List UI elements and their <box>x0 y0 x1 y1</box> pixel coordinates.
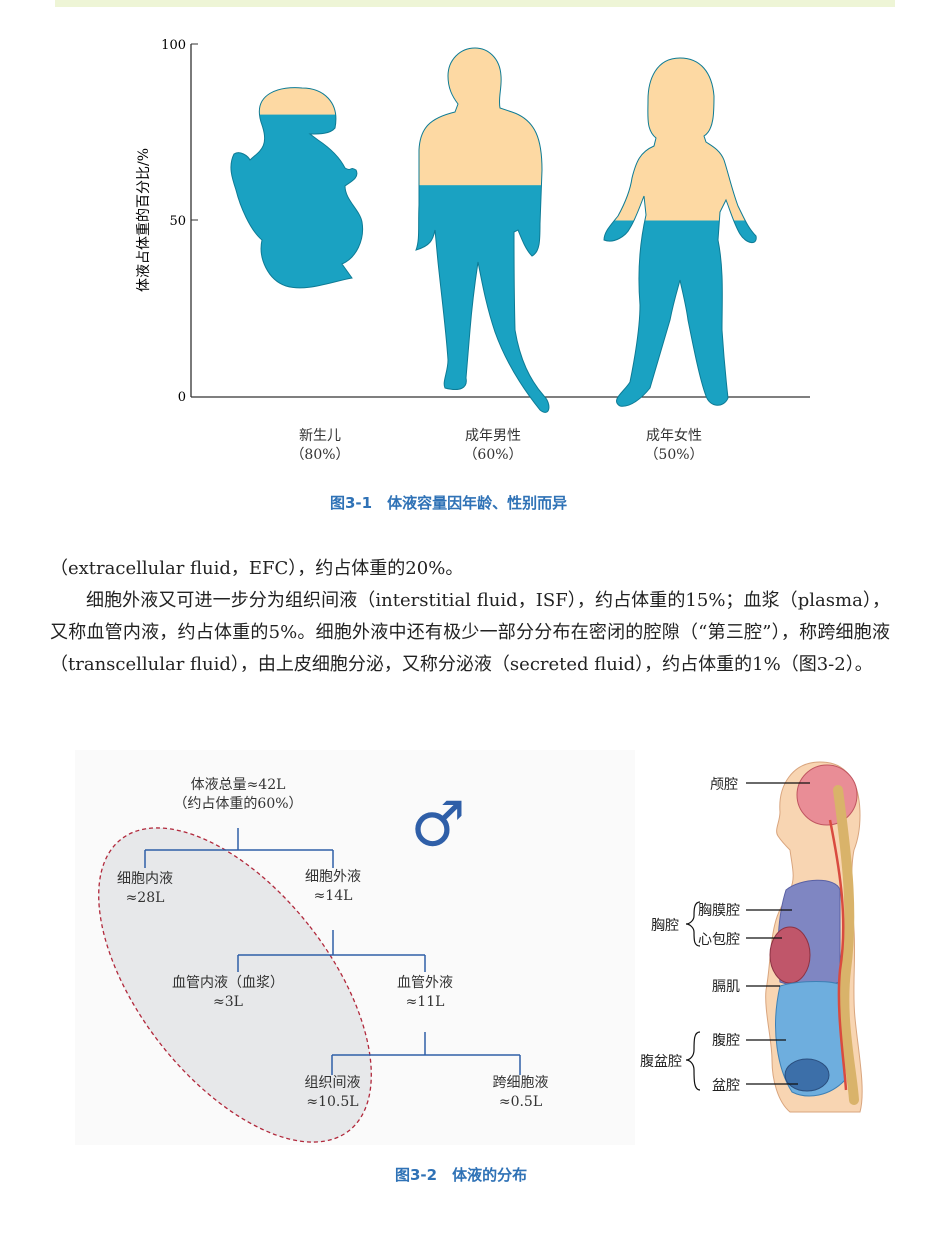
cranial-cavity <box>796 764 858 826</box>
adult-female-figure <box>604 58 757 407</box>
label-pericardial-cavity: 心包腔 <box>698 932 740 948</box>
tick-label-100: 100 <box>161 38 186 53</box>
node-line: 细胞内液 <box>117 871 173 887</box>
node-plasma: 血管内液（血浆） ≈3L <box>158 974 298 1012</box>
grouping-braces <box>685 901 701 1091</box>
node-total-fluid: 体液总量≈42L （约占体重的60%） <box>163 776 313 814</box>
paragraph-2: 细胞外液又可进一步分为组织间液（interstitial fluid，ISF），… <box>50 590 890 675</box>
pelvic-cavity <box>784 1058 830 1092</box>
label-pleural-cavity: 胸膜腔 <box>698 903 740 919</box>
node-line: ≈28L <box>125 890 165 906</box>
tree-connectors <box>144 828 521 1075</box>
group-percent: （80%） <box>290 447 350 463</box>
node-extravascular-fluid: 血管外液 ≈11L <box>380 974 470 1012</box>
node-intracellular-fluid: 细胞内液 ≈28L <box>100 870 190 908</box>
label-leader-lines <box>746 782 810 1085</box>
figure-3-1: 100 50 0 体液占体重的百分比/% <box>0 0 947 520</box>
label-abdominal-cavity: 腹腔 <box>712 1033 740 1049</box>
adult-male-figure <box>416 48 549 413</box>
node-line: ≈3L <box>213 994 243 1010</box>
group-name: 新生儿 <box>299 428 341 444</box>
page-top-band <box>55 0 895 7</box>
male-fluid-level <box>416 185 549 413</box>
node-interstitial-fluid: 组织间液 ≈10.5L <box>285 1074 380 1112</box>
newborn-fluid-level <box>230 114 363 288</box>
label-cranial-cavity: 颅腔 <box>710 777 738 793</box>
tick-label-0: 0 <box>178 390 186 405</box>
spinal-column <box>833 785 859 1105</box>
group-label-male: 成年男性 （60%） <box>450 427 536 465</box>
label-abdominopelvic-cavity: 腹盆腔 <box>640 1054 682 1070</box>
newborn-figure <box>230 87 363 288</box>
label-pelvic-cavity: 盆腔 <box>712 1078 740 1094</box>
node-line: （约占体重的60%） <box>173 796 303 812</box>
node-line: 血管内液（血浆） <box>172 975 284 991</box>
female-outline <box>603 57 757 407</box>
group-percent: （60%） <box>463 447 523 463</box>
group-label-female: 成年女性 （50%） <box>631 427 717 465</box>
figure-3-2-caption: 图3-2 体液的分布 <box>395 1166 528 1184</box>
node-line: 血管外液 <box>397 975 453 991</box>
label-diaphragm: 膈肌 <box>712 979 740 995</box>
label-thoracic-cavity: 胸腔 <box>651 918 679 934</box>
pericardial-cavity <box>769 926 811 984</box>
spinal-cord <box>828 819 848 1091</box>
body-cavities-illustration <box>685 761 863 1113</box>
body-fluid-chart: 100 50 0 体液占体重的百分比/% <box>136 38 810 413</box>
male-outline <box>415 47 550 413</box>
body-text: （extracellular fluid，EFC），约占体重的20%。 细胞外液… <box>50 553 890 681</box>
node-line: 体液总量≈42L <box>190 777 286 793</box>
fluid-distribution-tree: ♂ <box>75 750 635 1145</box>
newborn-outline <box>230 87 364 289</box>
figure-3-1-caption: 图3-1 体液容量因年龄、性别而异 <box>330 494 568 512</box>
paragraph-1-tail: （extracellular fluid，EFC），约占体重的20%。 <box>50 558 464 579</box>
figure-3-2: ♂ 体液总量≈42L （约占体重的60%） 细胞内液 ≈28L 细胞外液 ≈14… <box>0 740 947 1200</box>
node-transcellular-fluid: 跨细胞液 ≈0.5L <box>473 1074 568 1112</box>
node-line: ≈10.5L <box>306 1094 359 1110</box>
group-name: 成年女性 <box>646 428 702 444</box>
tick-label-50: 50 <box>169 214 186 229</box>
node-line: ≈11L <box>405 994 445 1010</box>
group-label-newborn: 新生儿 （80%） <box>280 427 360 465</box>
node-line: ≈14L <box>313 888 353 904</box>
node-line: ≈0.5L <box>498 1094 543 1110</box>
group-percent: （50%） <box>644 447 704 463</box>
node-line: 跨细胞液 <box>492 1075 549 1091</box>
node-extracellular-fluid: 细胞外液 ≈14L <box>288 868 378 906</box>
node-line: 细胞外液 <box>305 869 361 885</box>
node-line: 组织间液 <box>304 1075 361 1091</box>
group-name: 成年男性 <box>465 428 521 444</box>
male-symbol: ♂ <box>410 788 466 861</box>
y-axis-label: 体液占体重的百分比/% <box>136 148 152 292</box>
